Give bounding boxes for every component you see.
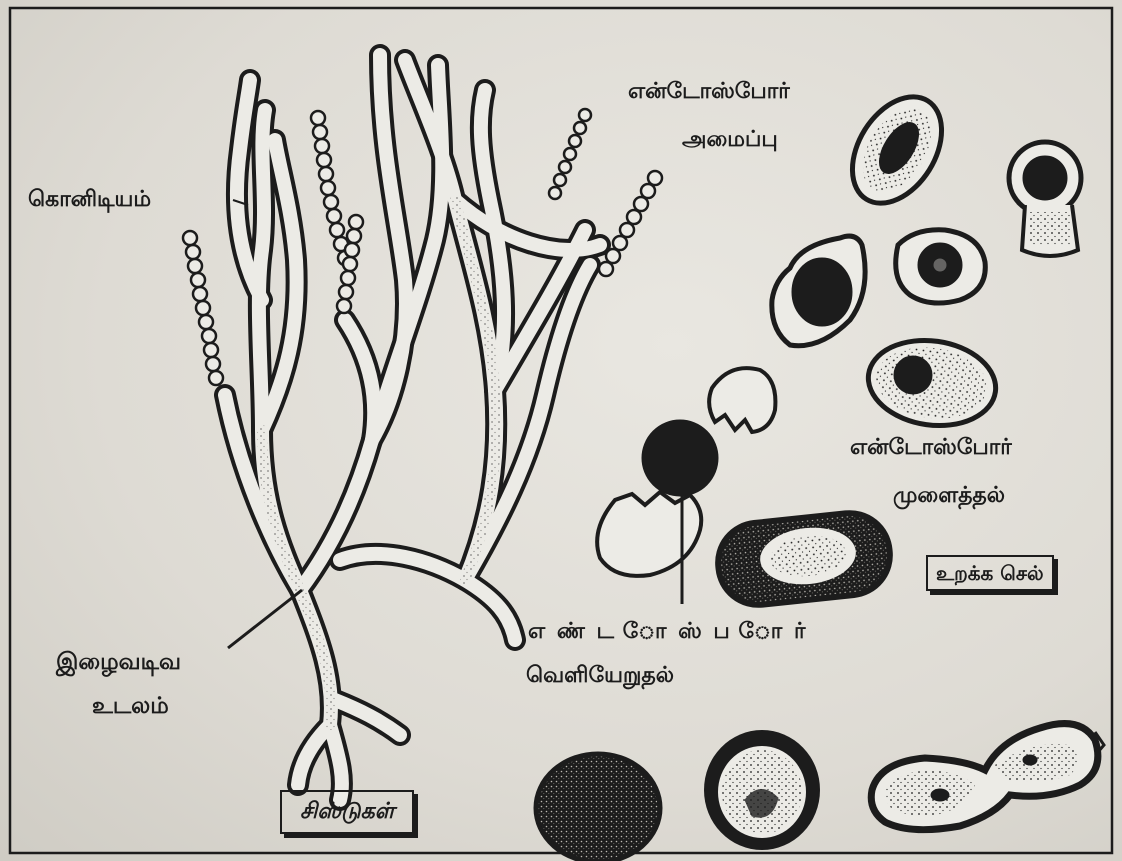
conidia-chain-left [183, 231, 223, 385]
label-conidia: கொனிடியம் [28, 188, 151, 212]
broken-shell-top [709, 368, 775, 432]
forming-cell-3 [772, 236, 865, 346]
forming-cell-2 [1009, 142, 1081, 256]
label-endospore-germination-line1: என்டோஸ்போர் [850, 436, 1012, 460]
label-endospore-formation-line1: என்டோஸ்போர் [628, 80, 790, 104]
filamentous-mycelium [225, 55, 600, 800]
released-endospore [642, 420, 718, 496]
label-endospore-formation-line2: அமைப்பு [682, 128, 778, 152]
forming-cell-1 [834, 81, 960, 220]
label-filamentous-body-line2: உடலம் [92, 694, 169, 719]
label-endospore-release-line1: எ ண் ட ோ ஸ் ப ோ ர் [528, 620, 807, 644]
label-cysts: சிஸ்டுகள் [280, 790, 414, 834]
cyst-3 [871, 724, 1104, 830]
conidia-chain-right-upper [549, 109, 591, 199]
label-endospore-germination-line2: முளைத்தல் [893, 484, 1005, 508]
broken-shell-bottom [597, 492, 701, 576]
label-dormant-cell: உறக்க செல் [926, 555, 1054, 591]
label-endospore-release-line2: வெளியேறுதல் [526, 664, 674, 688]
cyst-2 [704, 730, 820, 850]
dormant-cell-shape [714, 509, 894, 609]
endospore-germination [863, 333, 1001, 434]
forming-cell-4 [896, 230, 986, 303]
cysts-group [536, 724, 1104, 861]
conidia-chain-center [311, 111, 352, 265]
conidia-chain-right [599, 171, 662, 276]
filament-pointer-line [228, 590, 302, 648]
figure-frame [10, 8, 1112, 853]
cyst-1 [536, 754, 660, 861]
endospore-formation-cells [772, 81, 1081, 346]
label-filamentous-body-line1: இழைவடிவ [56, 650, 181, 675]
